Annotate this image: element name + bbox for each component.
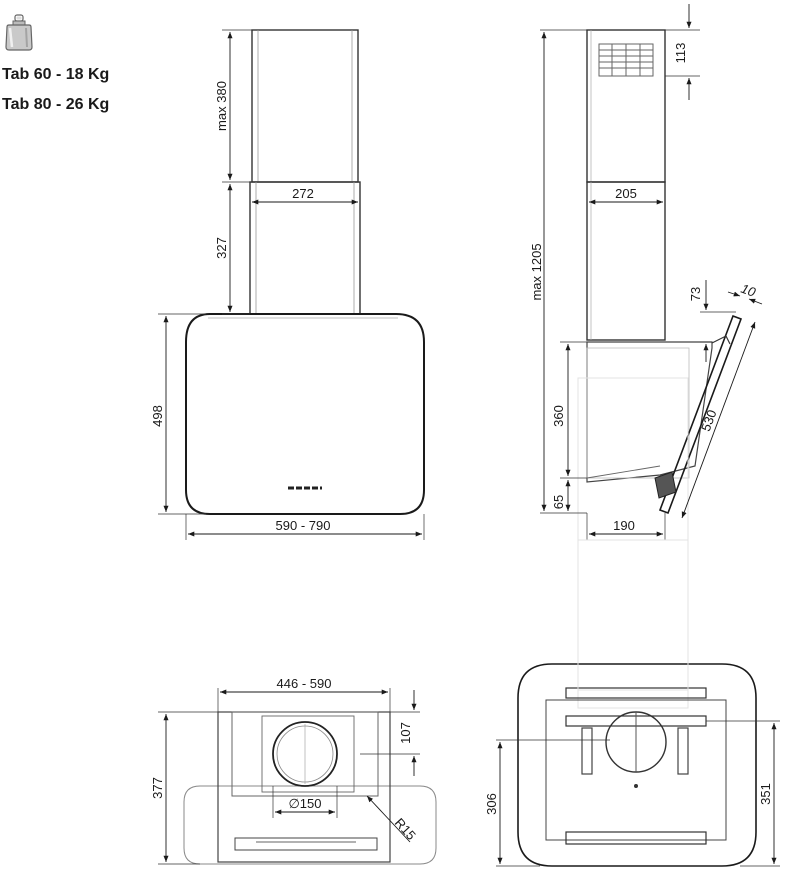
front-327-label: 327 bbox=[214, 237, 229, 259]
weight-icon bbox=[5, 14, 33, 51]
top-left-diameter-label: ∅150 bbox=[288, 796, 321, 811]
top-left-446-590-label: 446 - 590 bbox=[277, 676, 332, 691]
side-10-label: 10 bbox=[739, 281, 758, 300]
front-view: max 380 327 272 498 590 - 790 bbox=[150, 29, 425, 540]
top-left-r15-label: R15 bbox=[392, 815, 419, 843]
front-max-380-label: max 380 bbox=[214, 81, 229, 131]
side-205-label: 205 bbox=[615, 186, 637, 201]
top-right-351-label: 351 bbox=[758, 783, 773, 805]
top-left-377-label: 377 bbox=[150, 777, 165, 799]
weight-tab-80: Tab 80 - 26 Kg bbox=[2, 96, 110, 113]
top-left-107-label: 107 bbox=[398, 722, 413, 744]
top-right-306-label: 306 bbox=[484, 793, 499, 815]
weight-tab-60: Tab 60 - 18 Kg bbox=[2, 66, 110, 83]
top-view-right: 306 351 bbox=[484, 539, 780, 867]
front-498-label: 498 bbox=[150, 405, 165, 427]
side-view: max 1205 113 205 73 10 530 360 65 190 bbox=[529, 4, 763, 709]
side-113-label: 113 bbox=[673, 43, 688, 64]
front-590-790-label: 590 - 790 bbox=[276, 518, 331, 533]
side-190-label: 190 bbox=[613, 518, 635, 533]
side-360-label: 360 bbox=[551, 405, 566, 427]
front-272-label: 272 bbox=[292, 186, 314, 201]
side-73-label: 73 bbox=[688, 287, 703, 301]
side-max-1205-label: max 1205 bbox=[529, 243, 544, 300]
side-530-label: 530 bbox=[698, 408, 720, 434]
side-65-label: 65 bbox=[551, 495, 566, 509]
top-view-left: 446 - 590 107 377 ∅150 R15 bbox=[150, 676, 437, 865]
